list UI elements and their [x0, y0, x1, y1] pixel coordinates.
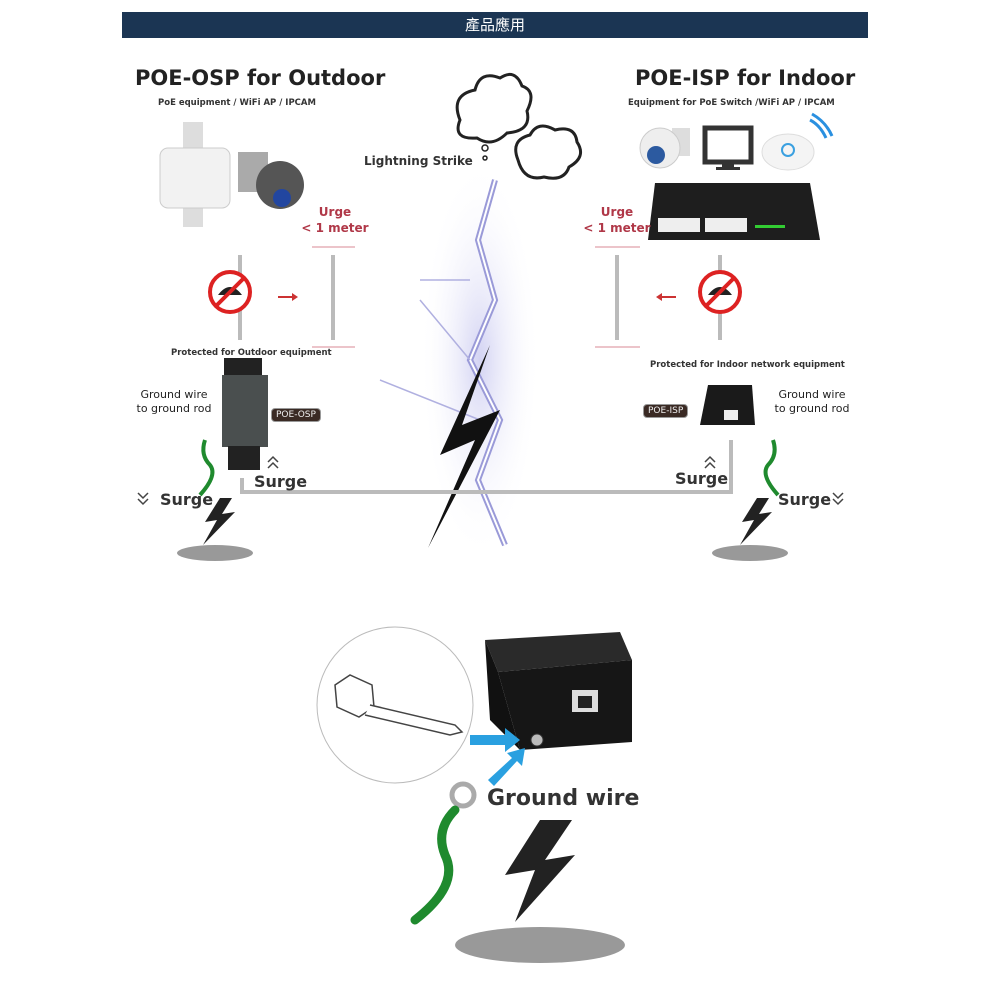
- cloud-icon: [455, 72, 583, 180]
- chevron-up-icon: [704, 455, 716, 469]
- chevron-up-icon: [267, 455, 279, 469]
- ground-wire-left: [198, 439, 215, 497]
- poe-switch-icon: [648, 183, 820, 240]
- blue-arrow-icon: [470, 728, 525, 786]
- outdoor-subtitle: PoE equipment / WiFi AP / IPCAM: [158, 98, 316, 108]
- poe-isp-device-large: [485, 632, 632, 750]
- outdoor-title: POE-OSP for Outdoor: [135, 66, 386, 90]
- poe-osp-device: [222, 358, 268, 470]
- poe-osp-tag: POE-OSP: [271, 408, 321, 422]
- urge-label: Urge: [318, 205, 352, 219]
- chevron-down-icon: [832, 492, 844, 506]
- ptz-camera-icon: [238, 152, 304, 209]
- ground-shadow-right: [712, 545, 788, 561]
- outdoor-protected-label: Protected for Outdoor equipment: [171, 348, 332, 358]
- indoor-title: POE-ISP for Indoor: [635, 66, 856, 90]
- poe-isp-tag: POE-ISP: [643, 404, 689, 418]
- ground-lightning-icon-right: [740, 498, 772, 545]
- arrow-left-icon: [656, 293, 676, 301]
- outdoor-ap-icon: [159, 122, 231, 227]
- ground-wire-right: [763, 439, 780, 497]
- distance-label: < 1 meter: [301, 221, 369, 235]
- ground-shadow-left: [177, 545, 253, 561]
- distance-label: < 1 meter: [583, 221, 651, 235]
- ground-shadow-large: [455, 927, 625, 963]
- poe-isp-device: [700, 385, 755, 425]
- arrow-right-icon: [278, 293, 298, 301]
- lightning-bolt-glow: [379, 160, 540, 560]
- screwdriver-closeup-circle: [316, 626, 474, 784]
- no-protection-sign-left: [208, 270, 252, 314]
- ground-rod-label: to ground rod: [136, 402, 212, 415]
- dome-camera-icon: [639, 127, 690, 169]
- ground-wire-large-label: Ground wire: [487, 786, 640, 811]
- outdoor-urge-note: Urge < 1 meter: [300, 204, 370, 236]
- chevron-down-icon: [137, 492, 149, 506]
- ground-ring-terminal-icon: [449, 781, 477, 809]
- indoor-protected-label: Protected for Indoor network equipment: [650, 360, 845, 370]
- ground-wire-large: [410, 805, 460, 925]
- indoor-urge-note: Urge < 1 meter: [582, 204, 652, 236]
- ground-wire-label: Ground wire: [778, 388, 846, 401]
- ground-wire-label: Ground wire: [140, 388, 208, 401]
- screwdriver-icon: [334, 674, 464, 736]
- urge-label: Urge: [600, 205, 634, 219]
- indoor-ground-surge-label: Surge: [778, 490, 832, 509]
- outdoor-device-surge-label: Surge: [254, 472, 308, 491]
- outdoor-ground-surge-label: Surge: [160, 490, 214, 509]
- header-bar: 產品應用: [122, 12, 868, 38]
- ground-lightning-icon-large: [505, 820, 575, 922]
- ground-rod-label: to ground rod: [774, 402, 850, 415]
- no-protection-sign-right: [698, 270, 742, 314]
- indoor-subtitle: Equipment for PoE Switch /WiFi AP / IPCA…: [628, 98, 835, 108]
- lightning-strike-label: Lightning Strike: [364, 154, 473, 168]
- monitor-icon: [702, 125, 754, 170]
- ground-lightning-icon-left: [203, 498, 235, 545]
- indoor-device-surge-label: Surge: [675, 469, 729, 488]
- wifi-ap-icon: [761, 112, 834, 171]
